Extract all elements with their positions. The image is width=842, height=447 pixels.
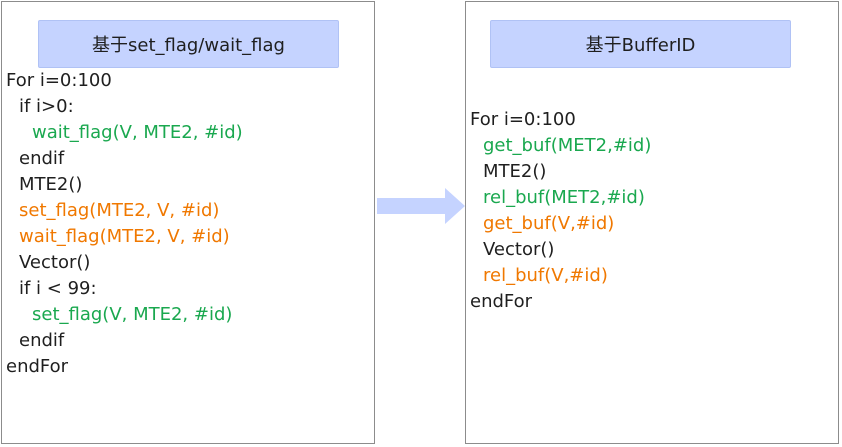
code-line: MTE2() <box>483 161 547 182</box>
code-line: MTE2() <box>19 174 83 195</box>
left-panel-title: 基于set_flag/wait_flag <box>38 20 339 68</box>
left-code-block: For i=0:100 if i>0: wait_flag(V, MTE2, #id… <box>6 68 243 380</box>
right-code-block: For i=0:100 get_buf(MET2,#id) MTE2() rel_bu… <box>470 107 651 315</box>
code-line: set_flag(V, MTE2, #id) <box>32 304 233 325</box>
code-line: if i>0: <box>19 96 74 117</box>
right-panel-title: 基于BufferID <box>490 20 791 68</box>
code-line: endFor <box>6 356 69 377</box>
right-arrow-icon <box>377 188 465 224</box>
code-line: get_buf(V,#id) <box>483 213 615 234</box>
code-line: For i=0:100 <box>470 109 576 130</box>
code-line: if i < 99: <box>19 278 97 299</box>
code-line: set_flag(MTE2, V, #id) <box>19 200 220 221</box>
code-line: endFor <box>470 291 533 312</box>
right-panel: 基于BufferID For i=0:100 get_buf(MET2,#id) M… <box>465 1 839 444</box>
code-line: rel_buf(V,#id) <box>483 265 608 286</box>
code-line: rel_buf(MET2,#id) <box>483 187 645 208</box>
code-line: endif <box>19 148 65 169</box>
code-line: Vector() <box>483 239 555 260</box>
code-line: get_buf(MET2,#id) <box>483 135 652 156</box>
code-line: wait_flag(V, MTE2, #id) <box>32 122 243 143</box>
code-line: endif <box>19 330 65 351</box>
left-panel: 基于set_flag/wait_flag For i=0:100 if i>0: w… <box>1 1 375 444</box>
code-line: wait_flag(MTE2, V, #id) <box>19 226 230 247</box>
code-line: For i=0:100 <box>6 70 112 91</box>
code-line: Vector() <box>19 252 91 273</box>
